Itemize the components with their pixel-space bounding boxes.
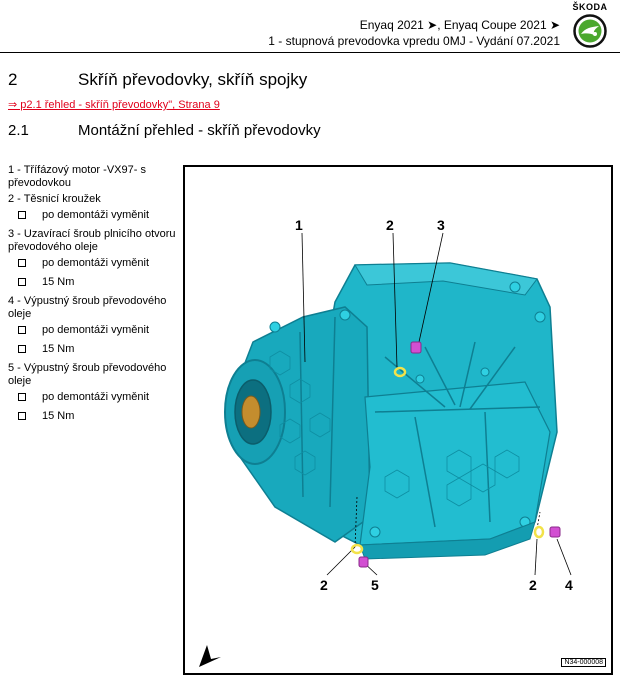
seal-rings: [350, 366, 545, 555]
callout-2-left: 2: [320, 577, 328, 593]
header-manual-title: 1 - stupnová prevodovka vpredu 0MJ - Vyd…: [268, 34, 560, 48]
legend-subitem-text: 15 Nm: [42, 276, 75, 288]
legend-subitem: po demontáži vyměnit: [8, 324, 178, 337]
cross-reference-link[interactable]: ⇒ p2.1 řehled - skříň převodovky", Stran…: [8, 99, 220, 111]
checkbox-bullet-icon: [18, 326, 26, 334]
legend-item: 3 - Uzavírací šroub plnicího otvoru přev…: [8, 228, 176, 253]
legend-item: 2 - Těsnicí kroužek: [8, 193, 101, 205]
legend-subitem: po demontáži vyměnit: [8, 209, 178, 222]
figure-id-label: N34-000008: [561, 658, 606, 667]
checkbox-bullet-icon: [18, 345, 26, 353]
legend-subitem-text: po demontáži vyměnit: [42, 257, 149, 269]
section-number: 2: [8, 70, 18, 89]
legend-subitem-text: 15 Nm: [42, 410, 75, 422]
transmission-housing: [224, 262, 558, 560]
legend-subitem: 15 Nm: [8, 276, 178, 289]
checkbox-bullet-icon: [18, 259, 26, 267]
checkbox-bullet-icon: [18, 211, 26, 219]
legend-subitem-text: 15 Nm: [42, 343, 75, 355]
checkbox-bullet-icon: [18, 393, 26, 401]
view-direction-arrow: [199, 645, 221, 667]
callout-2-top: 2: [386, 217, 394, 233]
legend-item: 1 - Třífázový motor -VX97- s převodovkou: [8, 164, 146, 189]
transmission-drawing: [199, 232, 572, 667]
legend-subitem: po demontáži vyměnit: [8, 257, 178, 270]
callout-3: 3: [437, 217, 445, 233]
callout-4: 4: [565, 577, 573, 593]
drain-plugs: [358, 341, 561, 568]
transmission-figure: 1 2 3 2 5 2 4 N34-000008: [183, 165, 613, 675]
skoda-emblem-icon: [573, 14, 607, 48]
legend-subitem: po demontáži vyměnit: [8, 391, 178, 404]
legend-subitem-text: po demontáži vyměnit: [42, 391, 149, 403]
logo-text: ŠKODA: [572, 2, 608, 12]
header-divider: [0, 52, 620, 53]
legend-item: 4 - Výpustný šroub převodového oleje: [8, 295, 167, 320]
callout-2-right: 2: [529, 577, 537, 593]
subsection-number: 2.1: [8, 122, 29, 139]
leader-lines: [301, 232, 572, 576]
legend-subitem: 15 Nm: [8, 343, 178, 356]
legend-subitem-text: po demontáži vyměnit: [42, 324, 149, 336]
section-title: Skříň převodovky, skříň spojky: [78, 70, 308, 89]
checkbox-bullet-icon: [18, 412, 26, 420]
checkbox-bullet-icon: [18, 278, 26, 286]
callout-1: 1: [295, 217, 303, 233]
skoda-logo: ŠKODA: [566, 2, 614, 50]
page-header: Enyaq 2021 ➤, Enyaq Coupe 2021 ➤ 1 - stu…: [0, 0, 620, 52]
parts-legend: 1 - Třífázový motor -VX97- s převodovkou…: [8, 164, 178, 429]
callout-5: 5: [371, 577, 379, 593]
legend-item: 5 - Výpustný šroub převodového oleje: [8, 362, 167, 387]
legend-subitem: 15 Nm: [8, 410, 178, 423]
legend-subitem-text: po demontáži vyměnit: [42, 209, 149, 221]
header-models: Enyaq 2021 ➤, Enyaq Coupe 2021 ➤: [359, 18, 560, 32]
subsection-title: Montážní přehled - skříň převodovky: [78, 122, 321, 139]
